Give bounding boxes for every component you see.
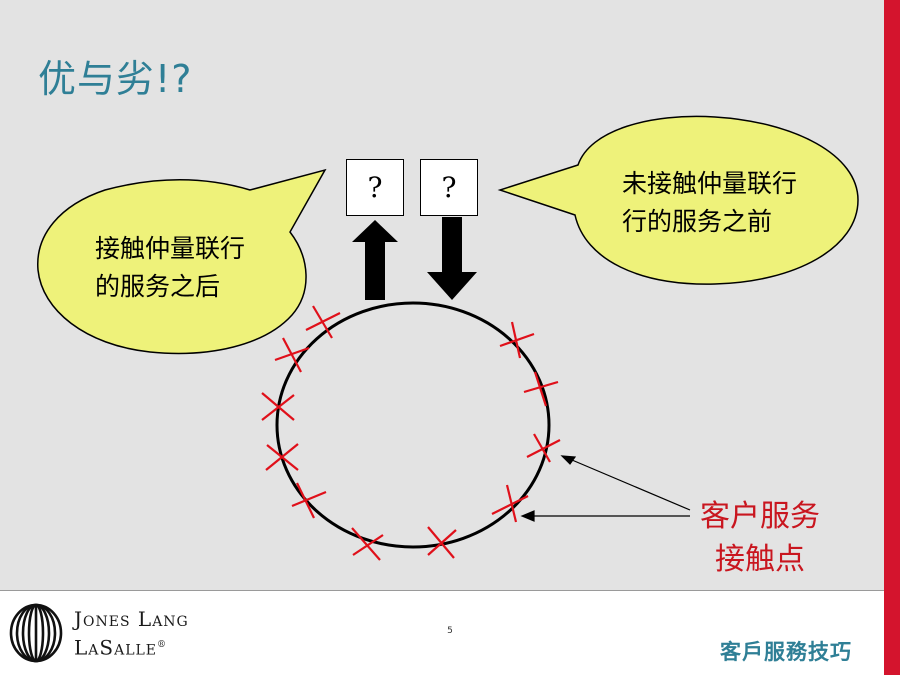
question-box-after: ? (346, 159, 404, 216)
x-marker-icon (305, 305, 341, 339)
x-marker-icon (427, 526, 457, 559)
x-marker-icon (261, 392, 295, 421)
bubble-right-line-2: 行的服务之前 (622, 207, 773, 236)
pointer-arrow-icon (571, 459, 691, 511)
touchpoints-label-line-2: 接触点 (715, 542, 805, 577)
speech-bubble-right (497, 115, 859, 285)
bubble-left-line-1: 接触仲量联行 (95, 234, 246, 263)
registered-mark: ® (157, 640, 168, 650)
slide-title: 优与劣!? (38, 57, 193, 101)
speech-bubble-left (37, 168, 327, 355)
touchpoint-markers (261, 305, 561, 561)
x-marker-icon (274, 337, 310, 373)
bubble-left-line-2: 的服务之后 (95, 272, 221, 301)
x-marker-icon (351, 527, 384, 561)
x-marker-icon (291, 482, 327, 519)
x-marker-icon (491, 484, 529, 523)
bubble-left-text: 接触仲量联行 的服务之后 (95, 230, 245, 306)
x-marker-icon (526, 433, 561, 463)
footer (0, 590, 884, 676)
bubble-right-text: 未接触仲量联行 行的服务之前 (622, 165, 797, 241)
up-arrow-icon (352, 220, 398, 300)
jll-logo-icon (9, 603, 63, 663)
touchpoint-cycle (275, 301, 551, 549)
touchpoints-label-line-1: 客户服务 (700, 499, 820, 534)
pointer-arrows (520, 455, 691, 522)
brand-line-1: Jones Lang (74, 607, 189, 631)
question-box-before: ? (420, 159, 478, 216)
touchpoints-label: 客户服务 接触点 (700, 495, 820, 581)
x-marker-icon (523, 371, 559, 407)
diagram (37, 115, 859, 561)
down-arrow-icon (427, 217, 477, 300)
bubble-right-line-1: 未接触仲量联行 (622, 169, 798, 198)
x-marker-icon (265, 443, 299, 471)
accent-bar (884, 0, 900, 675)
brand-name: Jones Lang LaSalle® (74, 606, 189, 661)
page-number: 5 (447, 626, 453, 636)
brand-lasalle: LaSalle (74, 635, 158, 660)
brand-line-2: LaSalle® (74, 632, 189, 661)
course-title: 客戶服務技巧 (720, 640, 852, 664)
x-marker-icon (499, 321, 535, 359)
